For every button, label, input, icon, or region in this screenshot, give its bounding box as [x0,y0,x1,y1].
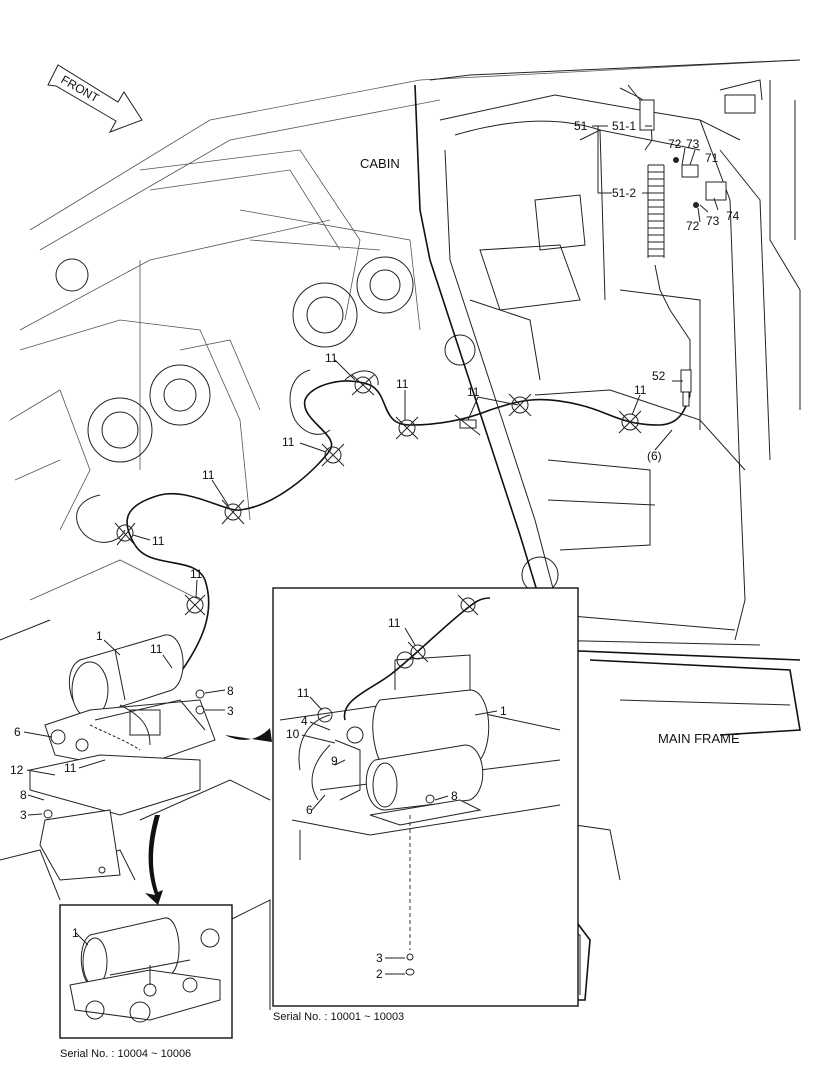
clamp-11 [351,374,375,396]
holder-71 [681,164,699,178]
clamp-11 [395,416,419,440]
leader-lines [23,125,719,975]
callout-11: 11 [190,567,203,581]
serial-a-label: Serial No. : 10001 ~ 10003 [273,1011,404,1023]
callout-12: 12 [10,763,24,777]
callout-1: 1 [500,704,507,718]
callout-11: 11 [202,468,215,482]
callout-73-upper: 73 [686,137,700,151]
pointer-arrow-a [225,728,272,742]
callout-73-lower: 73 [706,214,720,228]
callout-11: 11 [150,642,163,656]
front-arrow: FRONT [47,64,143,133]
callout-11: 11 [325,351,338,365]
callout-2: 2 [376,967,383,981]
main-frame-label: MAIN FRAME [658,731,740,746]
callout-51-2: 51-2 [612,186,636,200]
callout-6-paren: (6) [647,449,662,463]
air-hose [76,264,691,681]
callout-11: 11 [467,385,480,399]
callout-11: 11 [396,377,409,391]
callout-8: 8 [451,789,458,803]
callout-labels: 51 51-1 51-2 52 72 73 71 73 74 72 (6) 11… [10,119,740,981]
callout-51: 51 [574,119,588,133]
cabin-structure [414,59,801,661]
hose-clamps [114,374,642,616]
callout-3: 3 [227,704,234,718]
callout-6: 6 [14,725,21,739]
callout-11: 11 [388,616,401,630]
pointer-arrow-b [145,815,163,905]
inset-serial-b: Serial No. : 10004 ~ 10006 [59,904,233,1060]
clamp-11 [184,594,206,616]
callout-9: 9 [331,754,338,768]
inset-serial-a: Serial No. : 10001 ~ 10003 [272,587,579,1023]
callout-1: 1 [96,629,103,643]
clamp-11 [618,410,642,434]
serial-b-label: Serial No. : 10004 ~ 10006 [60,1048,191,1060]
callout-52: 52 [652,369,666,383]
bracket-74 [705,181,727,201]
callout-3: 3 [20,808,27,822]
coil-spring [647,164,665,258]
callout-11: 11 [152,534,165,548]
callout-51-1: 51-1 [612,119,636,133]
callout-3: 3 [376,951,383,965]
callout-1: 1 [72,926,79,940]
callout-8: 8 [20,788,27,802]
callout-74: 74 [726,209,740,223]
clamp-11 [114,522,136,546]
callout-8: 8 [227,684,234,698]
callout-4: 4 [301,714,308,728]
callout-10: 10 [286,727,300,741]
clamp-11 [508,393,532,417]
frame-bosses [55,256,559,594]
callout-11: 11 [282,435,295,449]
callout-11: 11 [634,383,647,397]
coil-hose-assembly [619,84,727,407]
upper-frame-lines [9,59,801,601]
clamp-11 [221,499,245,525]
clamp-11 [321,443,345,467]
callout-71: 71 [705,151,719,165]
callout-11: 11 [64,761,77,775]
compressor-main [29,634,216,881]
callout-72-upper: 72 [668,137,682,151]
callout-72-lower: 72 [686,219,700,233]
cabin-label: CABIN [360,156,400,171]
callout-6: 6 [306,803,313,817]
callout-11: 11 [297,686,310,700]
